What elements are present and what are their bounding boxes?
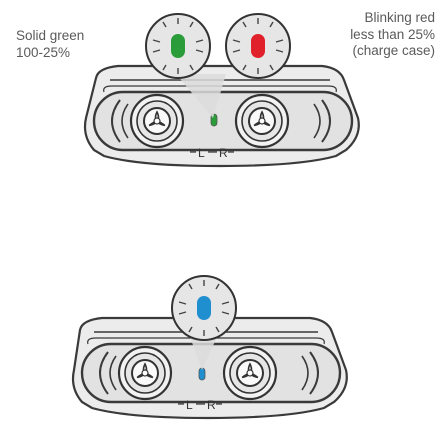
bottom-charging-case: L R [71, 316, 348, 420]
callout-wedge [176, 74, 226, 118]
caption-line: (charge case) [352, 43, 435, 58]
red-led [251, 34, 265, 58]
solid-green-indicator-bubble [145, 13, 211, 79]
caption-line: Blinking red [364, 10, 435, 25]
caption-line: less than 25% [350, 26, 435, 42]
right-earbud [222, 345, 278, 401]
light-rays-icon [152, 18, 204, 74]
left-label: L [198, 146, 205, 160]
left-slot-curve [111, 99, 121, 143]
light-rays-icon [232, 18, 284, 74]
caption-line: Solid green [16, 28, 85, 43]
blue-led [197, 296, 211, 320]
left-label: L [186, 398, 193, 412]
blinking-red-indicator-bubble [225, 13, 291, 79]
left-earbud [117, 345, 173, 401]
right-label: R [219, 146, 228, 160]
caption-line: 100-25% [16, 44, 71, 60]
blue-indicator-bubble [171, 275, 237, 341]
blinking-red-caption: Blinking red less than 25% (charge case) [295, 10, 435, 60]
right-label: R [207, 398, 216, 412]
left-earbud [129, 93, 185, 149]
light-rays-icon [178, 280, 230, 336]
right-earbud [234, 93, 290, 149]
right-slot-curve [321, 99, 331, 143]
solid-green-caption: Solid green 100-25% [16, 28, 126, 61]
green-led [171, 34, 185, 58]
